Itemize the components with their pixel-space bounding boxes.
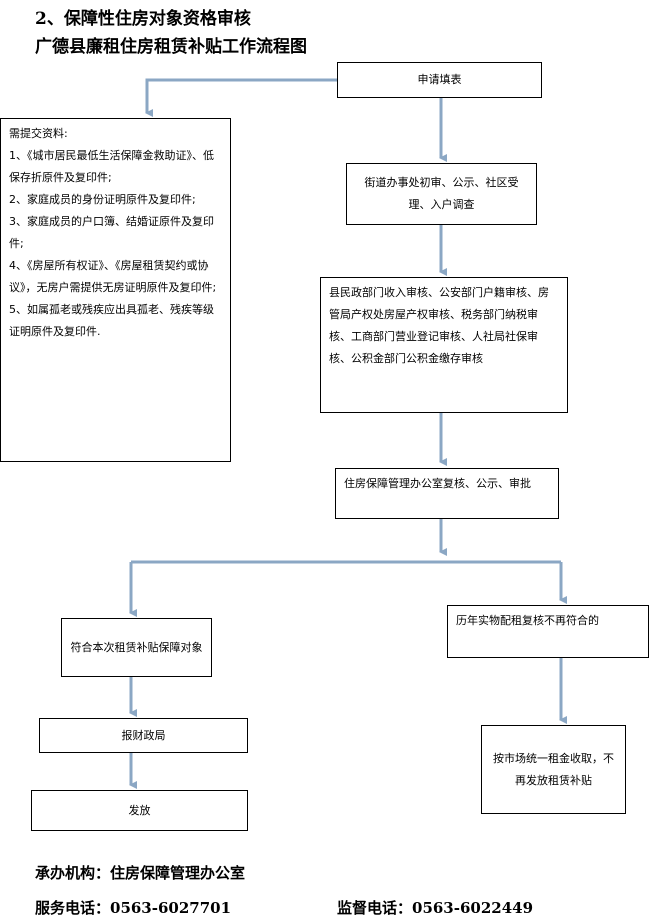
materials-item: 1、《城市居民最低生活保障金救助证》、低保存折原件及复印件; — [9, 149, 214, 184]
eligible-label: 符合本次租赁补贴保障对象 — [70, 640, 203, 654]
issue-label: 发放 — [128, 803, 151, 817]
housing-office-box: 住房保障管理办公室复核、公示、审批 — [335, 468, 559, 519]
finance-box: 报财政局 — [39, 718, 248, 753]
materials-item: 2、家庭成员的身份证明原件及复印件; — [9, 193, 196, 206]
apply-form-label: 申请填表 — [417, 73, 462, 86]
materials-item: 3、家庭成员的户口簿、结婚证原件及复印件; — [9, 215, 214, 250]
not-eligible-label: 历年实物配租复核不再符合的 — [456, 614, 599, 627]
eligible-box: 符合本次租赁补贴保障对象 — [61, 618, 212, 677]
street-review-label: 街道办事处初审、公示、社区受理、入户调查 — [364, 176, 519, 211]
finance-label: 报财政局 — [121, 728, 166, 742]
page-title: 2、保障性住房对象资格审核 — [35, 9, 251, 29]
flowchart-title: 广德县廉租住房租赁补贴工作流程图 — [35, 37, 307, 57]
materials-item: 4、《房屋所有权证》、《房屋租赁契约或协议》，无房户需提供无房证明原件及复印件; — [9, 259, 217, 294]
agency-text: 承办机构：住房保障管理办公室 — [35, 864, 246, 882]
connector-apply-to-materials — [145, 78, 337, 117]
materials-item: 5、如属孤老或残疾应出具孤老、残疾等级证明原件及复印件. — [9, 303, 214, 338]
stop-subsidy-label: 按市场统一租金收取，不再发放租赁补贴 — [493, 751, 614, 787]
issue-box: 发放 — [31, 790, 248, 831]
housing-office-label: 住房保障管理办公室复核、公示、审批 — [344, 477, 531, 490]
county-review-label: 县民政部门收入审核、公安部门户籍审核、房管局产权处房屋产权审核、税务部门纳税审核… — [329, 286, 549, 365]
not-eligible-box: 历年实物配租复核不再符合的 — [447, 605, 649, 658]
street-review-box: 街道办事处初审、公示、社区受理、入户调查 — [346, 163, 537, 225]
stop-subsidy-box: 按市场统一租金收取，不再发放租赁补贴 — [481, 725, 626, 814]
supervise-phone-text: 监督电话：0563-6022449 — [337, 899, 534, 917]
materials-box: 需提交资料: 1、《城市居民最低生活保障金救助证》、低保存折原件及复印件; 2、… — [0, 118, 231, 462]
service-phone-text: 服务电话：0563-6027701 — [35, 899, 232, 917]
materials-heading: 需提交资料: — [9, 127, 68, 140]
apply-form-box: 申请填表 — [337, 62, 542, 98]
county-review-box: 县民政部门收入审核、公安部门户籍审核、房管局产权处房屋产权审核、税务部门纳税审核… — [320, 277, 568, 413]
